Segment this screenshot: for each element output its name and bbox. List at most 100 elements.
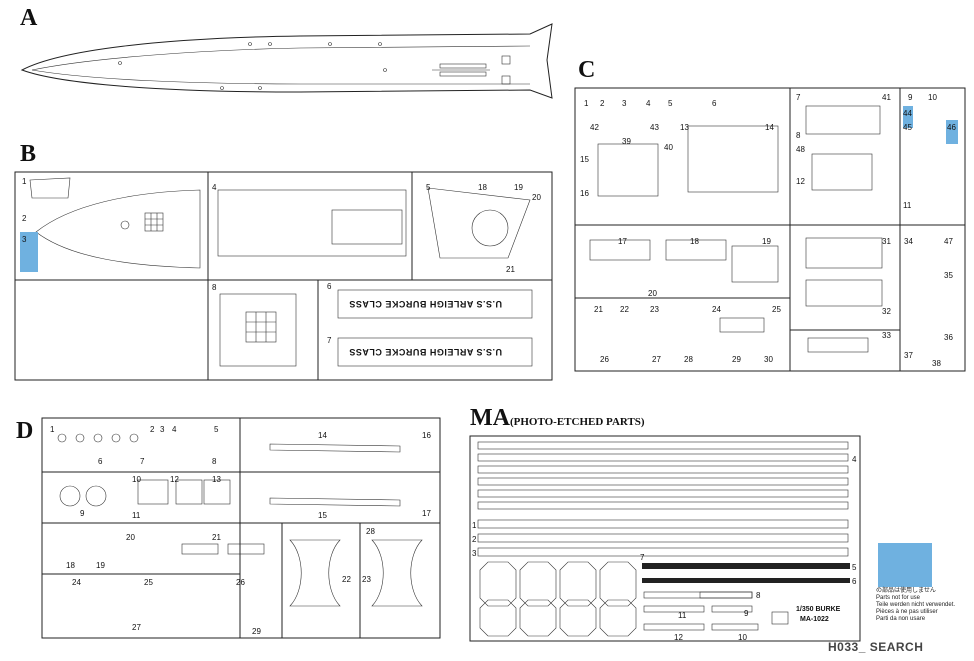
- svg-text:2: 2: [22, 214, 27, 223]
- svg-text:29: 29: [732, 355, 741, 364]
- svg-text:39: 39: [622, 137, 631, 146]
- svg-text:20: 20: [532, 193, 541, 202]
- svg-text:1: 1: [22, 177, 27, 186]
- svg-text:6: 6: [712, 99, 717, 108]
- svg-text:11: 11: [132, 511, 141, 520]
- svg-text:8: 8: [796, 131, 801, 140]
- svg-text:8: 8: [212, 283, 217, 292]
- name-plate-1: U.S.S ARLEIGH BURCKE CLASS: [349, 299, 502, 309]
- svg-text:15: 15: [580, 155, 589, 164]
- svg-text:19: 19: [96, 561, 105, 570]
- svg-text:4: 4: [646, 99, 651, 108]
- svg-text:45: 45: [903, 123, 912, 132]
- svg-text:20: 20: [648, 289, 657, 298]
- svg-text:3: 3: [622, 99, 627, 108]
- svg-text:7: 7: [327, 336, 332, 345]
- sheet-ma-fret: [469, 435, 861, 642]
- unused-part-b3: [20, 232, 38, 272]
- svg-text:20: 20: [126, 533, 135, 542]
- svg-text:47: 47: [944, 237, 953, 246]
- sheet-c-label: C: [578, 57, 596, 83]
- svg-text:7: 7: [796, 93, 801, 102]
- svg-text:1: 1: [584, 99, 589, 108]
- svg-text:9: 9: [908, 93, 913, 102]
- svg-text:17: 17: [422, 509, 431, 518]
- svg-text:16: 16: [580, 189, 589, 198]
- svg-text:6: 6: [327, 282, 332, 291]
- sheet-b-sprue: [14, 171, 553, 381]
- svg-text:36: 36: [944, 333, 953, 342]
- svg-text:11: 11: [678, 611, 687, 620]
- svg-text:12: 12: [170, 475, 179, 484]
- note-line-en: Parts not for use: [876, 595, 921, 601]
- svg-text:40: 40: [664, 143, 673, 152]
- svg-text:27: 27: [652, 355, 661, 364]
- sheet-c-part-numbers: 1 2 3 4 5 6 7 8 9 10 11 12 13 14 15 16 1…: [580, 93, 956, 368]
- svg-text:19: 19: [762, 237, 771, 246]
- svg-text:5: 5: [668, 99, 673, 108]
- svg-text:28: 28: [684, 355, 693, 364]
- svg-text:5: 5: [852, 563, 857, 572]
- unused-part-c46-48: [946, 120, 958, 144]
- svg-text:6: 6: [98, 457, 103, 466]
- svg-text:13: 13: [680, 123, 689, 132]
- svg-text:1: 1: [50, 425, 55, 434]
- note-line-fr: Pièces à ne pas utiliser: [876, 609, 938, 615]
- svg-text:28: 28: [366, 527, 375, 536]
- note-line-it: Parti da non usare: [876, 616, 926, 622]
- svg-text:46: 46: [947, 123, 956, 132]
- svg-text:1: 1: [472, 521, 477, 530]
- svg-text:9: 9: [80, 509, 85, 518]
- sheet-b-part-numbers: 1 2 3 4 5 6 7 8 18 19 20 21: [22, 177, 541, 345]
- name-plate-2: U.S.S ARLEIGH BURCKE CLASS: [349, 347, 502, 357]
- svg-text:14: 14: [765, 123, 774, 132]
- sheet-ma-part-numbers: 1 2 3 4 5 6 7 8 9 10 11 12: [472, 455, 857, 642]
- svg-text:22: 22: [620, 305, 629, 314]
- svg-text:11: 11: [903, 201, 912, 210]
- svg-text:21: 21: [212, 533, 221, 542]
- svg-text:35: 35: [944, 271, 953, 280]
- svg-text:32: 32: [882, 307, 891, 316]
- sheet-a-hull: [20, 23, 553, 99]
- svg-text:16: 16: [422, 431, 431, 440]
- unused-part-c44-45: [903, 106, 913, 128]
- svg-text:2: 2: [150, 425, 155, 434]
- svg-text:10: 10: [738, 633, 747, 642]
- svg-text:4: 4: [212, 183, 217, 192]
- sheet-ma-subtitle: (PHOTO-ETCHED PARTS): [509, 416, 645, 428]
- sheet-b-label: B: [20, 141, 37, 167]
- sheet-c-sprue: [574, 87, 966, 372]
- ma-scale-text: 1/350 BURKE: [796, 606, 841, 613]
- svg-text:18: 18: [66, 561, 75, 570]
- svg-text:41: 41: [882, 93, 891, 102]
- svg-text:5: 5: [426, 183, 431, 192]
- svg-text:24: 24: [712, 305, 721, 314]
- sheet-a-label: A: [20, 5, 38, 31]
- svg-text:2: 2: [600, 99, 605, 108]
- svg-text:15: 15: [318, 511, 327, 520]
- svg-text:27: 27: [132, 623, 141, 632]
- svg-text:42: 42: [590, 123, 599, 132]
- unused-parts-swatch: [878, 543, 932, 587]
- sheet-d-sprue: [41, 417, 441, 639]
- svg-text:13: 13: [212, 475, 221, 484]
- watermark: H033_ SEARCH: [828, 640, 924, 654]
- svg-text:29: 29: [252, 627, 261, 636]
- sheet-d-part-numbers: 1 2 3 4 5 6 7 8 9 10 11 12 13 14 15 16 1…: [50, 425, 431, 636]
- svg-text:6: 6: [852, 577, 857, 586]
- svg-text:21: 21: [594, 305, 603, 314]
- svg-text:3: 3: [22, 235, 27, 244]
- svg-text:25: 25: [144, 578, 153, 587]
- svg-text:24: 24: [72, 578, 81, 587]
- svg-text:10: 10: [132, 475, 141, 484]
- note-line-jp: の部品は使用しません: [876, 588, 936, 594]
- svg-text:9: 9: [744, 609, 749, 618]
- svg-text:26: 26: [236, 578, 245, 587]
- note-line-de: Teile werden nicht verwendet.: [876, 602, 956, 608]
- svg-text:18: 18: [690, 237, 699, 246]
- svg-text:7: 7: [640, 553, 645, 562]
- svg-text:5: 5: [214, 425, 219, 434]
- svg-text:44: 44: [903, 109, 912, 118]
- sheet-ma-letters: MA: [470, 405, 510, 431]
